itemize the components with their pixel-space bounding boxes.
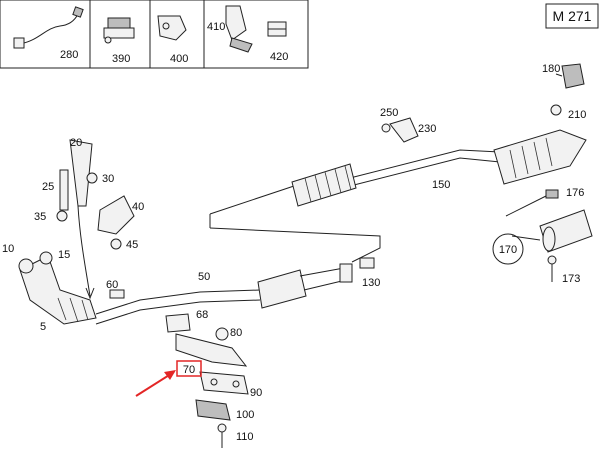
clamp-icon	[103, 17, 135, 44]
model-label-box: M 271	[545, 3, 599, 29]
callout-390: 390	[112, 53, 130, 65]
callout-5: 5	[40, 321, 46, 333]
clamp-130	[359, 257, 375, 269]
resonator	[291, 163, 357, 207]
callout-130: 130	[362, 277, 380, 289]
front-catalyst	[18, 251, 97, 325]
highlight-70: 70	[135, 360, 202, 397]
model-label: M 271	[553, 8, 592, 24]
callout-35: 35	[34, 211, 46, 223]
callout-210: 210	[568, 109, 586, 121]
mount-icon	[225, 5, 287, 53]
callout-45: 45	[126, 239, 138, 251]
support-bracket-group	[56, 139, 135, 300]
legend-panel	[0, 0, 309, 69]
callout-68: 68	[196, 309, 208, 321]
callout-250: 250	[380, 107, 398, 119]
callout-420: 420	[270, 51, 288, 63]
hanger-group	[165, 313, 249, 448]
rear-hanger-group	[381, 63, 585, 143]
callout-100: 100	[236, 409, 254, 421]
bolt-60	[109, 289, 125, 299]
callout-50: 50	[198, 271, 210, 283]
callout-176: 176	[566, 187, 584, 199]
callout-110: 110	[236, 431, 254, 443]
callout-10: 10	[2, 243, 14, 255]
callout-230: 230	[418, 123, 436, 135]
callout-170-circle: 170	[492, 233, 524, 265]
oxygen-sensor-icon	[13, 6, 84, 49]
callout-180: 180	[542, 63, 560, 75]
rear-muffler	[493, 129, 587, 185]
front-resonator	[257, 269, 307, 309]
callout-90: 90	[250, 387, 262, 399]
callout-400: 400	[170, 53, 188, 65]
front-pipe	[95, 227, 381, 325]
callout-70: 70	[183, 364, 195, 376]
callout-60: 60	[106, 279, 118, 291]
tail-pipe-group	[505, 189, 593, 282]
callout-150: 150	[432, 179, 450, 191]
callout-280: 280	[60, 49, 78, 61]
callout-15: 15	[58, 249, 70, 261]
callout-25: 25	[42, 181, 54, 193]
callout-170: 170	[499, 244, 517, 256]
middle-pipe	[209, 129, 587, 228]
callout-173: 173	[562, 273, 580, 285]
callout-30: 30	[102, 173, 114, 185]
bracket-icon	[157, 15, 187, 41]
callout-20: 20	[70, 137, 82, 149]
callout-40: 40	[132, 201, 144, 213]
red-arrow-icon	[135, 370, 176, 397]
callout-410: 410	[207, 21, 225, 33]
callout-80: 80	[230, 327, 242, 339]
